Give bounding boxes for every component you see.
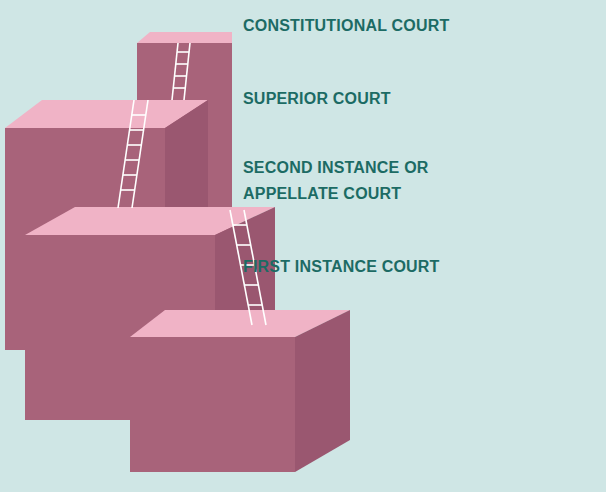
court-level-label: FIRST INSTANCE COURT xyxy=(243,254,583,280)
court-level-label: SECOND INSTANCE OR APPELLATE COURT xyxy=(243,155,443,207)
ladder xyxy=(172,43,190,100)
ladder xyxy=(118,100,148,208)
court-level-label: CONSTITUTIONAL COURT xyxy=(243,13,583,39)
bottom-block xyxy=(25,310,350,472)
court-level-label: SUPERIOR COURT xyxy=(243,86,583,112)
